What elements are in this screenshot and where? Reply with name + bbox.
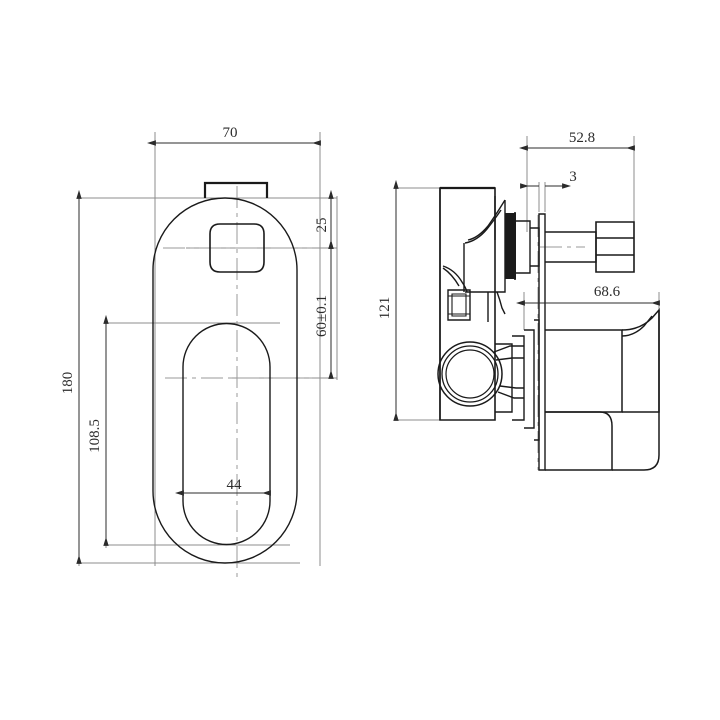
side-housing-fillet-bottom [496,291,506,315]
side-lever-lower-skirt [545,411,613,471]
dimension-label-52-8: 52.8 [569,130,595,146]
dimension-labels-group: 70 25 60±0.1 180 108.5 44 52.8 3 121 68.… [60,125,621,493]
side-housing-taper-top [467,199,506,241]
side-outlet-boss-inner [445,349,495,399]
front-plate-top-tab [203,181,269,198]
side-outlet-arm-top [493,345,524,353]
dimension-label-25: 25 [314,218,330,233]
side-lever-chamfer [621,315,653,337]
dimension-label-121: 121 [377,297,393,320]
dimension-label-180: 180 [60,372,76,395]
side-cartridge-base [534,319,540,441]
side-square-fitting-outer [447,289,471,321]
side-cartridge-inner [495,343,513,413]
side-outlet-arm-bottom [497,391,524,399]
side-lever-outer-profile [612,310,660,471]
dimension-label-108-5: 108.5 [87,419,103,453]
dimension-lines-group [76,140,660,564]
dimension-label-68-6: 68.6 [594,284,621,300]
front-slot-outline [182,322,271,546]
side-housing-taper-top-2 [464,209,502,244]
front-plate-outline [152,197,298,564]
side-housing-taper-bottom-2 [442,267,460,287]
center-lines-group [163,186,585,578]
side-lever-arm [621,308,660,413]
dimension-label-3: 3 [569,169,577,185]
dimension-label-44: 44 [227,477,243,493]
side-outlet-boss-outer [437,341,503,407]
front-handle-hole [209,223,265,273]
side-square-fitting-inner [451,293,467,317]
side-spindle-neck [516,220,531,274]
side-view-geometry [437,186,660,471]
front-view-geometry [152,181,298,564]
dimension-label-60: 60±0.1 [314,295,330,337]
side-outlet-boss-mid [441,345,499,403]
side-outlet-arm-bottom2 [499,385,524,389]
side-cartridge-flange [524,329,535,429]
dimension-label-70: 70 [223,125,238,141]
side-oring-fill [505,213,516,279]
side-cartridge-outer [512,335,525,421]
